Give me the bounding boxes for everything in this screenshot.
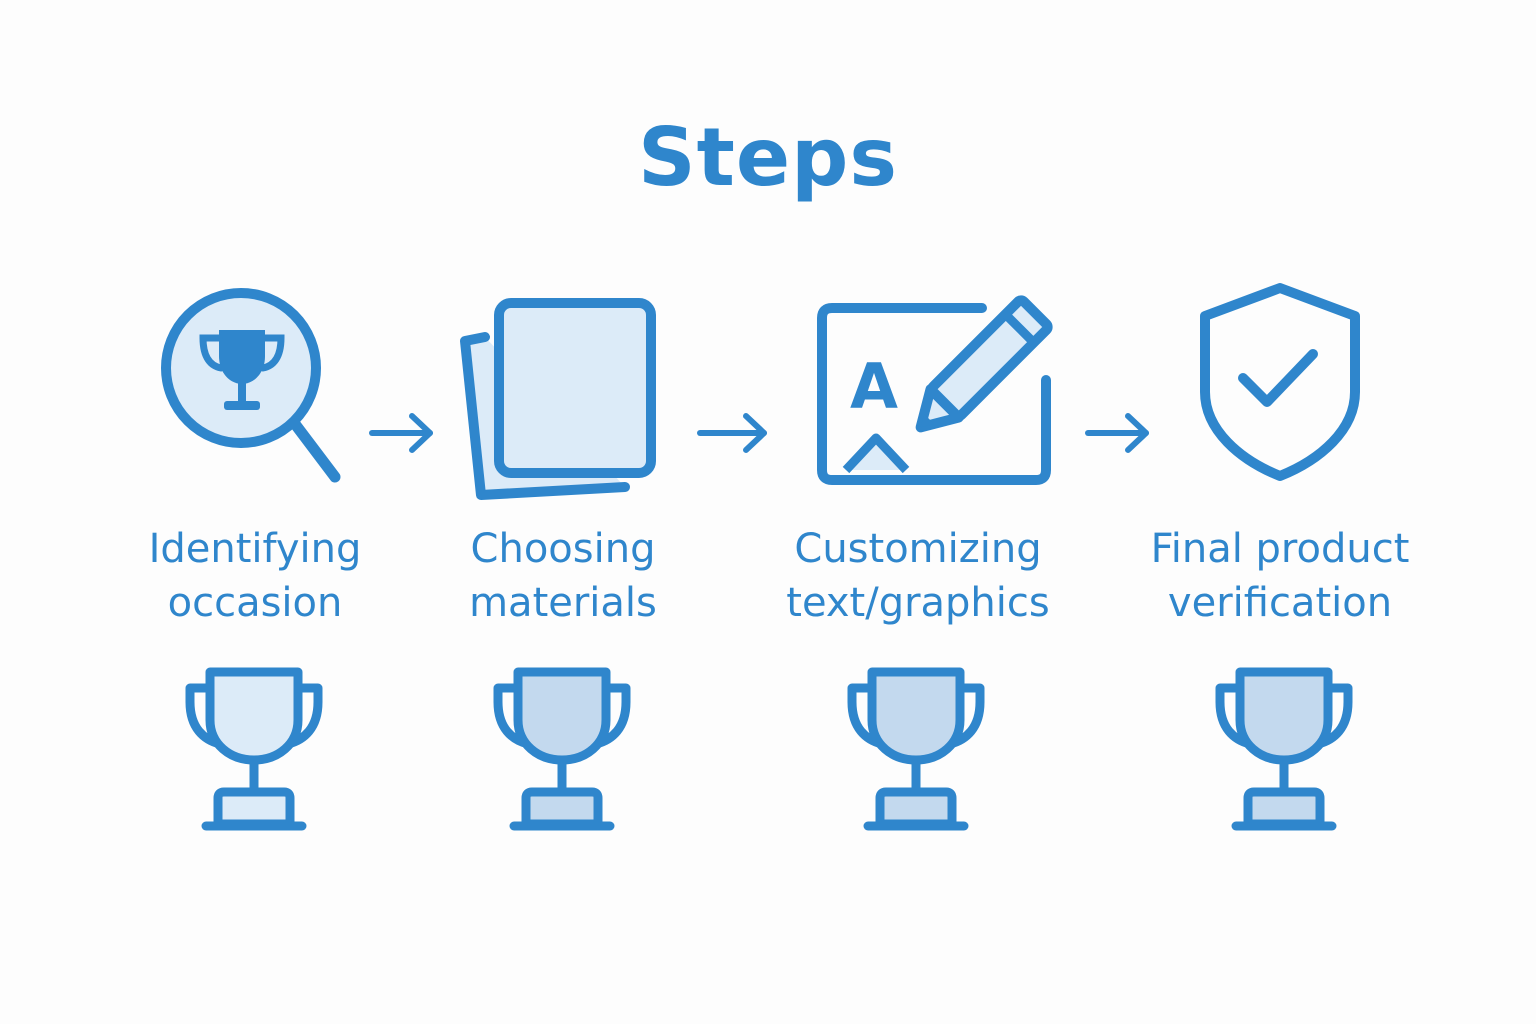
trophy-icon: [847, 667, 985, 831]
edit-text-graphics-icon: A: [817, 295, 1053, 485]
shield-check-icon: [1200, 283, 1360, 481]
step-label-identifying-occasion: Identifying occasion: [75, 522, 435, 630]
arrow-right-icon: [1085, 413, 1149, 453]
step-label-line: occasion: [167, 580, 343, 626]
magnifier-trophy-icon: [161, 288, 341, 483]
step-label-line: text/graphics: [786, 580, 1050, 626]
trophy-icon: [1215, 667, 1353, 831]
step-label-customizing-text-graphics: Customizing text/graphics: [738, 522, 1098, 630]
step-label-final-product-verification: Final product verification: [1100, 522, 1460, 630]
step-label-line: Choosing: [470, 526, 656, 572]
documents-icon: [460, 298, 656, 500]
step-label-line: Final product: [1150, 526, 1410, 572]
step-label-line: Customizing: [794, 526, 1042, 572]
page-title: Steps: [638, 111, 898, 204]
arrow-right-icon: [369, 413, 433, 453]
step-label-line: verification: [1167, 580, 1393, 626]
canvas-letter: A: [850, 350, 898, 423]
step-label-line: materials: [469, 580, 657, 626]
trophy-icon: [493, 667, 631, 831]
step-label-choosing-materials: Choosing materials: [383, 522, 743, 630]
trophy-icon: [185, 667, 323, 831]
arrow-right-icon: [697, 413, 767, 453]
step-label-line: Identifying: [148, 526, 362, 572]
